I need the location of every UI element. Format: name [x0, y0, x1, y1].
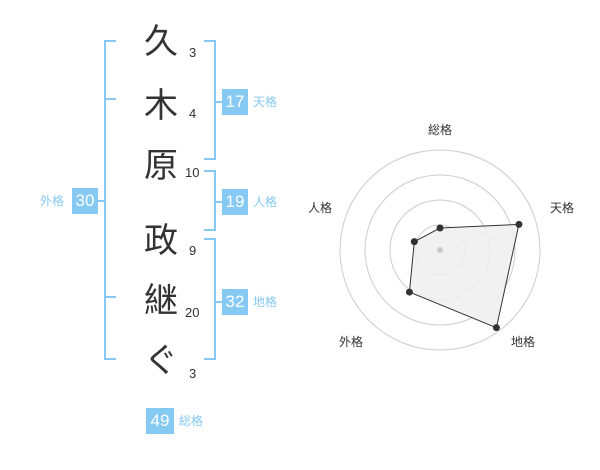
gaikaku-bracket-top — [104, 40, 116, 42]
stroke-count-1: 3 — [189, 45, 197, 60]
chikaku-bracket-vertical — [214, 238, 216, 360]
name-char-5: 継 — [144, 281, 178, 321]
jinkaku-bracket-bottom — [204, 229, 216, 231]
radar-ring — [364, 174, 516, 326]
radar-point-5 — [410, 238, 418, 246]
gaikaku-label: 外格 — [40, 194, 65, 208]
gaikaku-bracket-tick-2 — [104, 296, 116, 298]
chikaku-label: 地格 — [253, 295, 278, 309]
radar-point-1 — [436, 224, 444, 232]
radar-axis-label-gaikaku: 外格 — [339, 335, 364, 349]
stroke-count-5: 20 — [185, 305, 200, 320]
jinkaku-bracket-top — [204, 170, 216, 172]
radar-ring — [339, 149, 541, 351]
jinkaku-connector — [214, 201, 222, 203]
stroke-count-6: 3 — [189, 366, 197, 381]
name-char-1: 久 — [144, 22, 178, 62]
radar-polygon — [408, 223, 520, 329]
gaikaku-bracket-tick-1 — [104, 98, 116, 100]
radar-axis-label-chikaku: 地格 — [511, 335, 536, 349]
tenkaku-bracket-vertical — [214, 40, 216, 160]
stroke-count-3: 10 — [185, 165, 200, 180]
radar-chart — [339, 149, 541, 351]
chikaku-bracket-top — [204, 238, 216, 240]
radar-center-dot — [437, 247, 443, 253]
soukaku-label: 総格 — [179, 414, 204, 428]
gaikaku-bracket-bottom — [104, 358, 116, 360]
gaikaku-value: 30 — [72, 188, 98, 214]
chikaku-value: 32 — [222, 289, 248, 315]
stroke-count-2: 4 — [189, 106, 197, 121]
chikaku-connector — [214, 301, 222, 303]
radar-axis-label-jinkaku: 人格 — [308, 201, 333, 215]
jinkaku-value: 19 — [222, 189, 248, 215]
gaikaku-connector — [98, 200, 106, 202]
tenkaku-value: 17 — [222, 89, 248, 115]
radar-point-2 — [515, 220, 523, 228]
tenkaku-connector — [214, 101, 222, 103]
jinkaku-label: 人格 — [253, 195, 278, 209]
radar-point-4 — [405, 288, 413, 296]
radar-point-3 — [492, 324, 500, 332]
name-char-4: 政 — [144, 221, 178, 261]
name-char-2: 木 — [144, 86, 178, 126]
radar-axis-label-soukaku: 総格 — [428, 123, 453, 137]
tenkaku-bracket-bottom — [204, 158, 216, 160]
jinkaku-bracket-vertical — [214, 170, 216, 231]
soukaku-value: 49 — [146, 408, 174, 434]
radar-axis-label-tenkaku: 天格 — [550, 201, 575, 215]
chikaku-bracket-bottom — [204, 358, 216, 360]
stroke-count-4: 9 — [189, 243, 197, 258]
name-char-6: ぐ — [144, 341, 178, 381]
tenkaku-bracket-top — [204, 40, 216, 42]
tenkaku-label: 天格 — [253, 95, 278, 109]
name-char-3: 原 — [144, 146, 178, 186]
